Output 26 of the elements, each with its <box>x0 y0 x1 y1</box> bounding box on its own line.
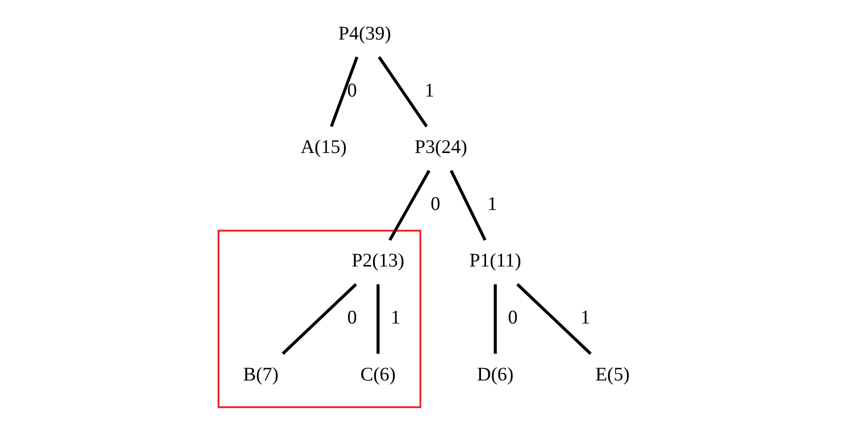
node-text: P1(11) <box>469 250 522 272</box>
cluster <box>218 230 422 408</box>
edge-label: 0 <box>347 308 357 329</box>
edge-label: 0 <box>430 194 440 215</box>
edge-label: 1 <box>487 194 498 215</box>
edge-label: 1 <box>390 308 400 329</box>
edge-label: 0 <box>508 308 518 329</box>
connector <box>450 170 486 241</box>
node-text: P2(13) <box>352 250 404 272</box>
connector <box>376 284 380 354</box>
node-text: P4(39) <box>338 24 392 44</box>
node-text: A(15) <box>300 137 347 158</box>
connector <box>388 170 430 241</box>
connector <box>516 283 592 355</box>
node-text: C(6) <box>360 364 396 386</box>
connector <box>494 284 497 354</box>
node-text: P3(24) <box>414 137 468 158</box>
node-text: D(6) <box>477 364 514 386</box>
connector <box>330 56 358 128</box>
connector <box>378 56 428 128</box>
edge-label: 1 <box>580 308 590 329</box>
edge-label: 1 <box>424 80 434 102</box>
connector <box>282 283 358 355</box>
edge-label: 0 <box>347 80 357 102</box>
node-text: E(5) <box>595 364 630 386</box>
node-text: B(7) <box>243 364 279 386</box>
